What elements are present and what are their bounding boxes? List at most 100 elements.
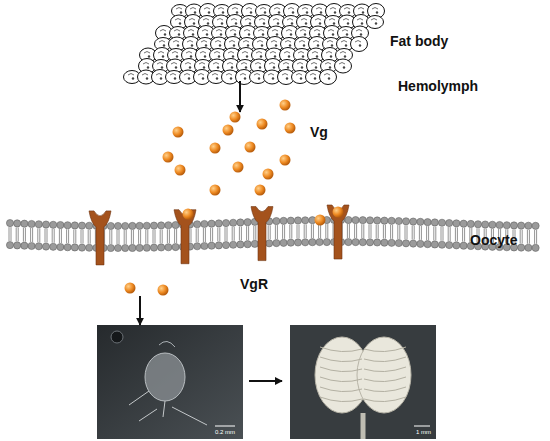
lipid-head xyxy=(35,243,42,250)
vg-particle xyxy=(173,127,184,138)
cell-nucleus xyxy=(218,55,220,57)
cell-detail xyxy=(188,30,194,32)
lipid-tail xyxy=(311,224,312,238)
lipid-head xyxy=(114,222,121,229)
lipid-head xyxy=(316,239,323,246)
lipid-tail xyxy=(390,225,391,239)
lipid-head xyxy=(496,221,503,228)
lipid-head xyxy=(287,239,294,246)
cell-nucleus xyxy=(205,44,207,46)
lipid-tail xyxy=(73,229,74,243)
lipid-head xyxy=(438,219,445,226)
cell-nucleus xyxy=(147,66,149,68)
cell-nucleus xyxy=(264,11,266,13)
vg-particle xyxy=(333,207,344,218)
lipid-tail xyxy=(52,229,53,243)
cell-detail xyxy=(259,19,265,21)
lipid-head xyxy=(359,239,366,246)
photo-background xyxy=(290,325,436,439)
lipid-head xyxy=(21,220,28,227)
lipid-head xyxy=(165,244,172,251)
lipid-head xyxy=(280,217,287,224)
lipid-tail xyxy=(407,225,408,239)
cell-detail xyxy=(257,41,263,43)
cell-nucleus xyxy=(148,55,150,57)
lipid-tail xyxy=(191,229,192,243)
lipid-head xyxy=(374,239,381,246)
cell-nucleus xyxy=(162,55,164,57)
cell-detail xyxy=(326,52,332,54)
cell-detail xyxy=(201,41,207,43)
lipid-tail xyxy=(248,226,249,240)
cell-nucleus xyxy=(216,77,218,79)
lipid-head xyxy=(208,242,215,249)
lipid-tail xyxy=(30,228,31,242)
lipid-tail xyxy=(428,226,429,240)
cell-nucleus xyxy=(189,66,191,68)
node-label: Fat body xyxy=(390,33,448,49)
cell-nucleus xyxy=(244,77,246,79)
cell-nucleus xyxy=(204,55,206,57)
cell-detail xyxy=(128,74,134,76)
lipid-tail xyxy=(441,227,442,241)
cell-nucleus xyxy=(345,44,347,46)
cell-nucleus xyxy=(231,66,233,68)
cell-nucleus xyxy=(332,33,334,35)
cell-nucleus xyxy=(178,33,180,35)
lipid-bilayer xyxy=(6,216,539,251)
cell-nucleus xyxy=(329,66,331,68)
lipid-tail xyxy=(111,230,112,244)
cell-detail xyxy=(158,52,164,54)
lipid-tail xyxy=(68,229,69,243)
lipid-head xyxy=(194,221,201,228)
cell-detail xyxy=(246,8,252,10)
lipid-tail xyxy=(397,225,398,239)
cell-detail xyxy=(244,30,250,32)
cell-nucleus xyxy=(343,66,345,68)
lipid-tail xyxy=(234,227,235,241)
flow-arrow xyxy=(249,380,282,382)
lipid-head xyxy=(136,222,143,229)
cell-nucleus xyxy=(302,55,304,57)
lipid-tail xyxy=(162,229,163,243)
lipid-tail xyxy=(133,230,134,244)
scale-label: 0.2 mm xyxy=(215,429,235,435)
vg-particle-cloud: Vg xyxy=(160,112,330,212)
lipid-head xyxy=(359,217,366,224)
cell-nucleus xyxy=(132,77,134,79)
lipid-head xyxy=(446,219,453,226)
lipid-tail xyxy=(219,227,220,241)
lipid-tail xyxy=(124,230,125,244)
cell-detail xyxy=(185,63,191,65)
scale-bar xyxy=(215,426,235,427)
lipid-head xyxy=(395,217,402,224)
lipid-head xyxy=(14,242,21,249)
cell-detail xyxy=(213,63,219,65)
cell-detail xyxy=(260,8,266,10)
lipid-head xyxy=(352,238,359,245)
cell-detail xyxy=(170,74,176,76)
oocyte-membrane-shape xyxy=(8,200,548,296)
cell-nucleus xyxy=(146,77,148,79)
cell-nucleus xyxy=(177,44,179,46)
lipid-tail xyxy=(212,228,213,242)
cell-nucleus xyxy=(163,44,165,46)
lipid-head xyxy=(57,243,64,250)
cell-nucleus xyxy=(207,22,209,24)
vg-particle xyxy=(175,165,186,176)
cell-detail xyxy=(315,19,321,21)
cell-nucleus xyxy=(288,55,290,57)
lipid-tail xyxy=(385,225,386,239)
lipid-head xyxy=(21,242,28,249)
cell-detail xyxy=(175,19,181,21)
lipid-tail xyxy=(16,227,17,241)
cell-detail xyxy=(200,52,206,54)
lipid-tail xyxy=(450,227,451,241)
cell-detail xyxy=(245,19,251,21)
lipid-tail xyxy=(66,229,67,243)
cell-nucleus xyxy=(317,44,319,46)
ovariole-stripe xyxy=(364,377,406,382)
lipid-head xyxy=(35,221,42,228)
cell-nucleus xyxy=(258,77,260,79)
lipid-tail xyxy=(32,228,33,242)
